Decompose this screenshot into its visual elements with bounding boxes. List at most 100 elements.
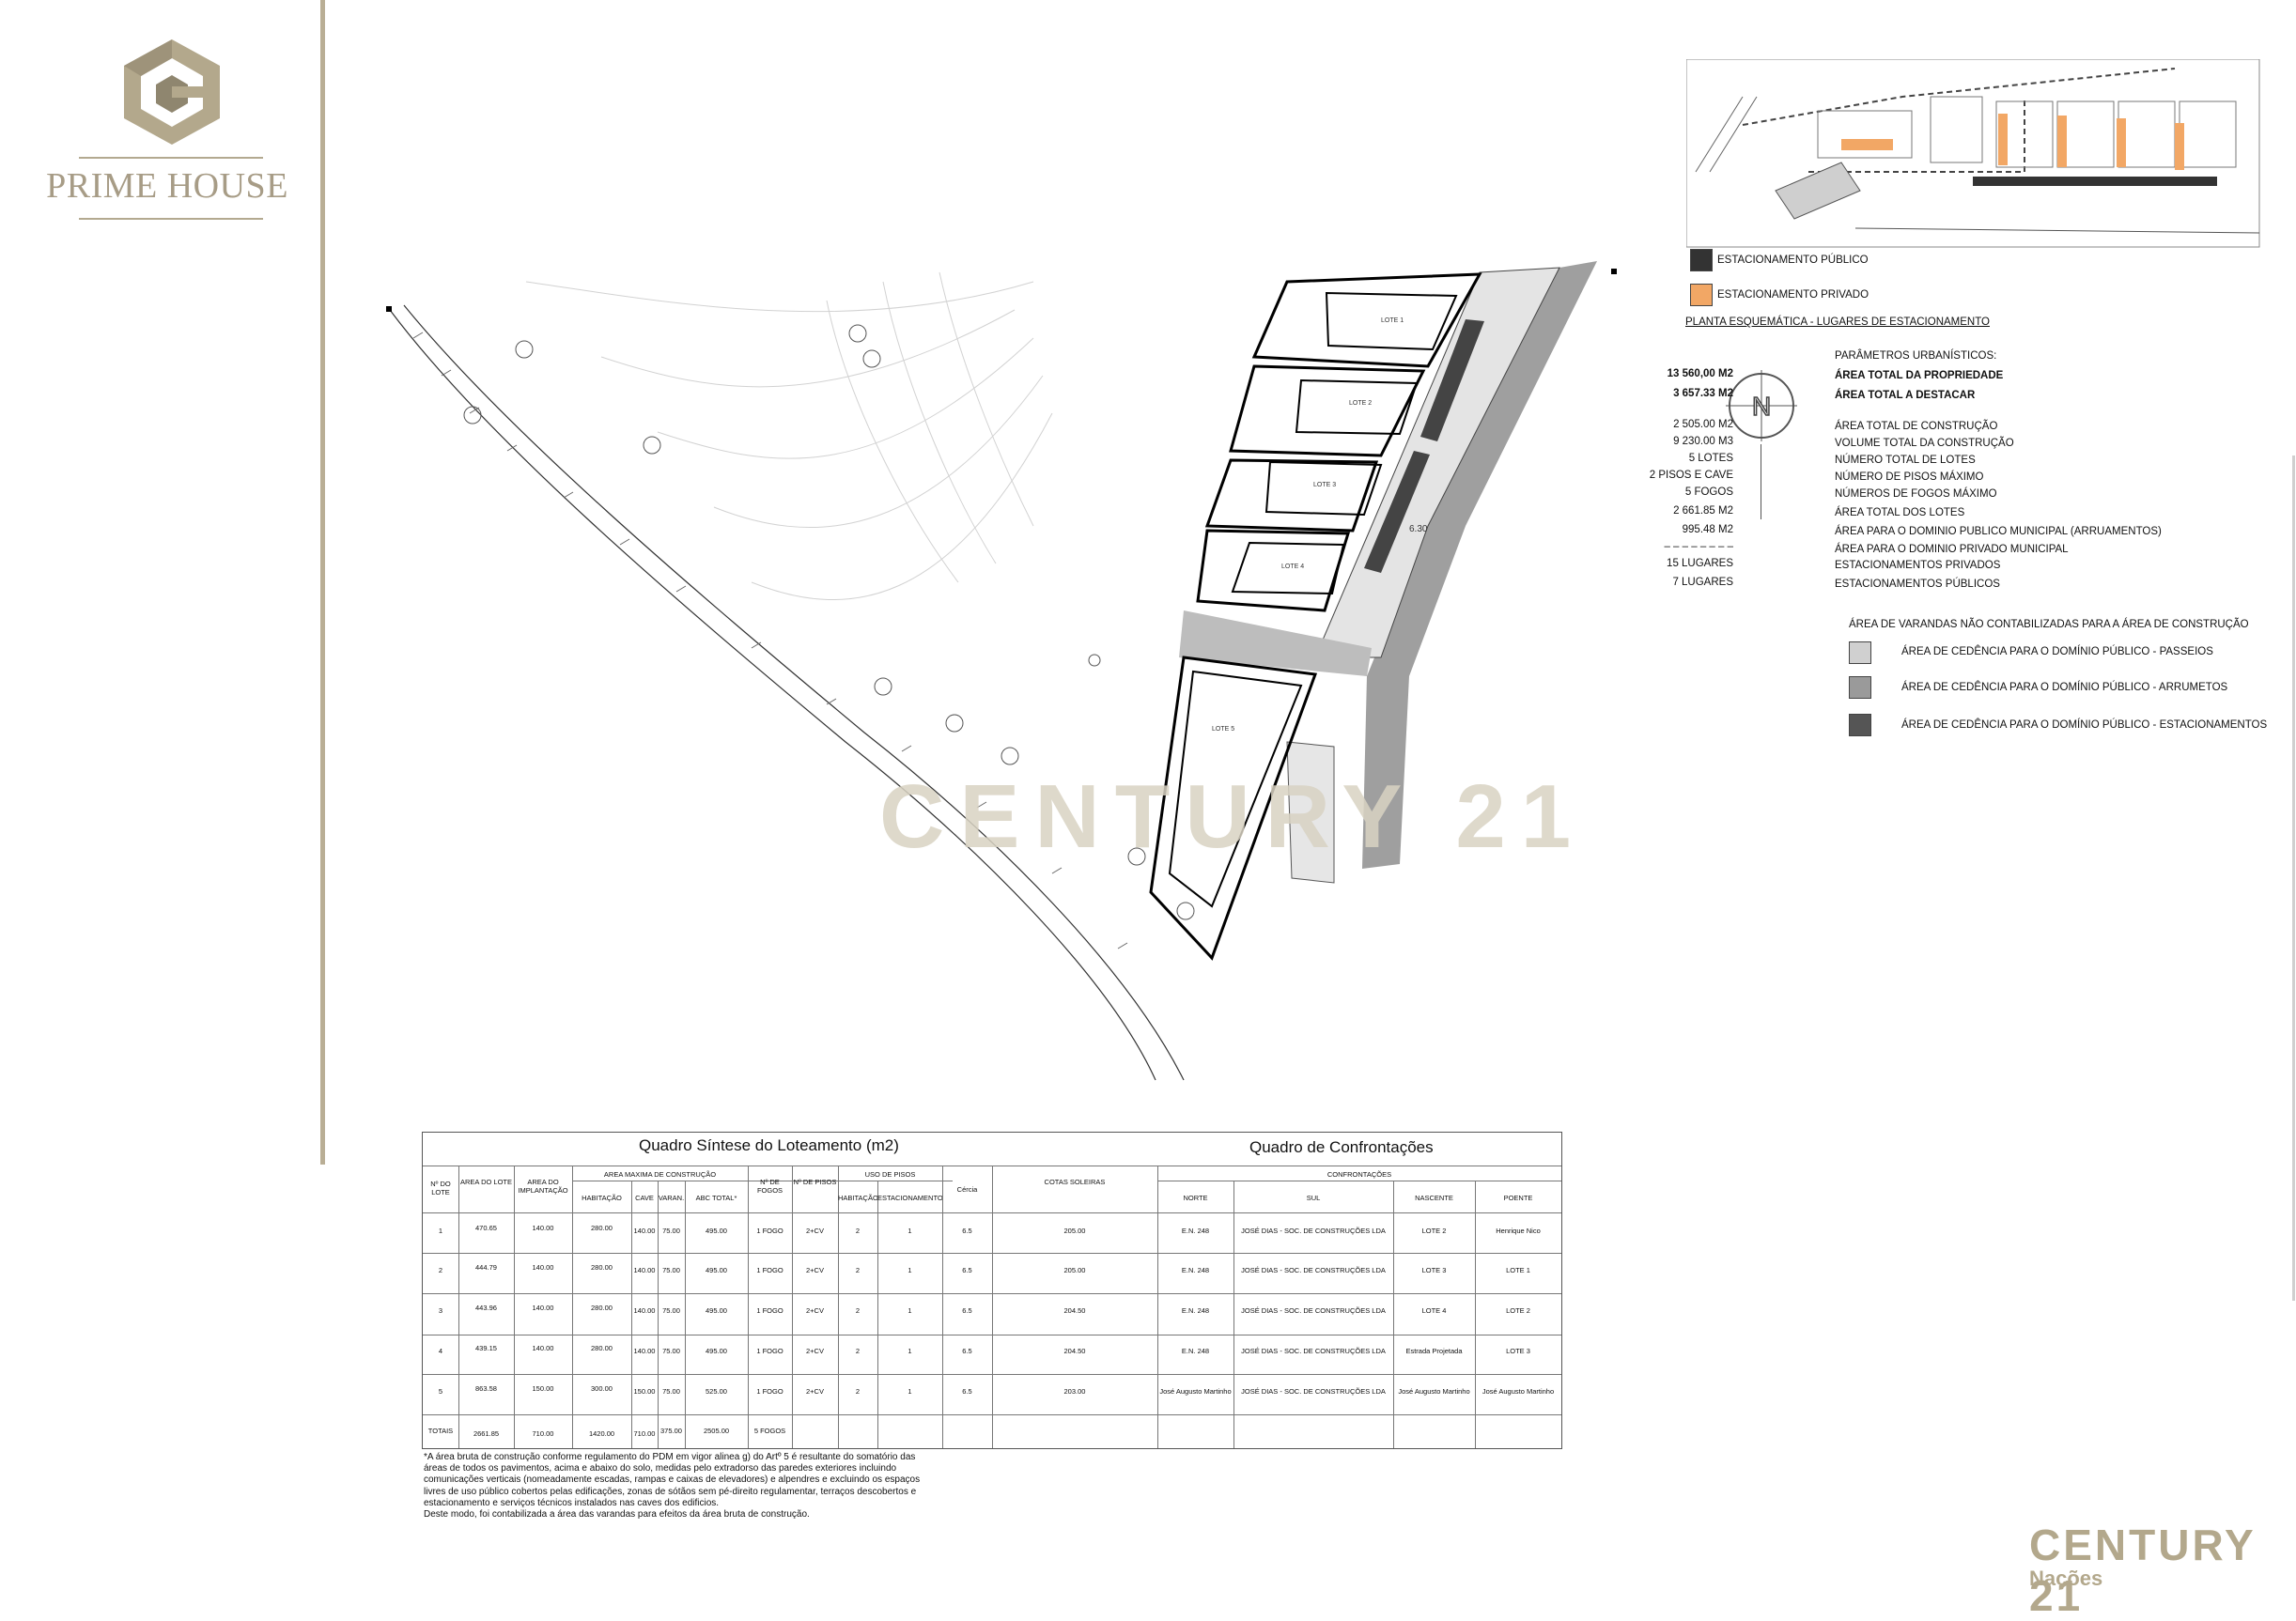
header-uso-est: ESTACIONAMENTO	[877, 1194, 942, 1202]
cell-lote: 1	[438, 1227, 443, 1235]
cell-ue: 1	[908, 1347, 912, 1355]
header-pisos: Nº DE PISOS	[793, 1178, 837, 1186]
totals-fogos: 5 FOGOS	[753, 1427, 786, 1435]
param-label: VOLUME TOTAL DA CONSTRUÇÃO	[1835, 438, 2014, 449]
cell-cota: 203.00	[1063, 1387, 1086, 1396]
cell-hab: 280.00	[591, 1344, 613, 1352]
cell-poente: LOTE 2	[1506, 1306, 1530, 1315]
logo-rule-top	[79, 157, 263, 159]
param-value: 2 PISOS E CAVE	[1649, 470, 1733, 481]
cell-varan: 75.00	[662, 1306, 680, 1315]
cell-pisos: 2+CV	[806, 1347, 824, 1355]
totals-label: TOTAIS	[427, 1427, 454, 1435]
param-value: – – – – – – – –	[1664, 541, 1733, 552]
col-line	[838, 1166, 839, 1448]
cell-uh: 2	[855, 1266, 861, 1274]
cell-norte: José Augusto Martinho	[1159, 1387, 1232, 1396]
cell-sul: JOSÉ DIAS - SOC. DE CONSTRUÇÕES LDA	[1241, 1347, 1386, 1355]
cell-cota: 204.50	[1063, 1306, 1086, 1315]
prime-house-logo-icon	[124, 39, 220, 145]
col-line	[458, 1166, 459, 1448]
header-nascente: NASCENTE	[1415, 1194, 1453, 1202]
cession-label: ÁREA DE CEDÊNCIA PARA O DOMÍNIO PÚBLICO …	[1901, 682, 2228, 693]
param-value: 2 505.00 M2	[1673, 419, 1733, 430]
private-parking-swatch	[1690, 284, 1713, 306]
param-value: 995.48 M2	[1682, 524, 1733, 535]
cell-sul: JOSÉ DIAS - SOC. DE CONSTRUÇÕES LDA	[1241, 1227, 1386, 1235]
cession-label: ÁREA DE CEDÊNCIA PARA O DOMÍNIO PÚBLICO …	[1901, 719, 2268, 731]
param-label: ÁREA PARA O DOMINIO PRIVADO MUNICIPAL	[1835, 544, 2069, 555]
param-value: 5 FOGOS	[1684, 486, 1733, 498]
public-parking-swatch	[1690, 249, 1713, 271]
summary-table: Quadro Síntese do Loteamento (m2) Quadro…	[422, 1132, 1562, 1449]
cell-cota: 204.50	[1063, 1347, 1086, 1355]
cell-cercea: 6.5	[962, 1347, 972, 1355]
param-value: 13 560,00 M2	[1667, 368, 1733, 379]
cell-lote: 2	[438, 1266, 443, 1274]
cell-cota: 205.00	[1063, 1266, 1086, 1274]
header-confrontations: CONFRONTAÇÕES	[1326, 1170, 1392, 1179]
sidewalk-cession-swatch	[1849, 641, 1871, 664]
cell-ue: 1	[908, 1306, 912, 1315]
cell-area: 443.96	[475, 1304, 497, 1312]
col-line	[631, 1181, 632, 1448]
cell-fogos: 1 FOGO	[756, 1227, 783, 1235]
param-label: ESTACIONAMENTOS PÚBLICOS	[1835, 579, 2000, 590]
lot-label: LOTE 2	[1349, 400, 1372, 407]
col-line	[877, 1181, 878, 1448]
cell-impl: 140.00	[532, 1224, 554, 1232]
cell-pisos: 2+CV	[806, 1266, 824, 1274]
col-line	[514, 1166, 515, 1448]
cell-abc: 495.00	[706, 1347, 727, 1355]
cell-varan: 75.00	[662, 1387, 680, 1396]
param-label: ÁREA TOTAL A DESTACAR	[1835, 390, 1976, 401]
footnote: *A área bruta de construção conforme reg…	[424, 1452, 987, 1521]
cell-uh: 2	[855, 1227, 861, 1235]
brand-name: PRIME HOUSE	[46, 166, 288, 206]
cell-abc: 495.00	[706, 1266, 727, 1274]
cell-lote: 3	[438, 1306, 443, 1315]
cell-uh: 2	[855, 1306, 861, 1315]
cell-area: 863.58	[475, 1384, 497, 1393]
col-line	[1475, 1181, 1476, 1448]
cell-abc: 495.00	[706, 1306, 727, 1315]
cell-pisos: 2+CV	[806, 1387, 824, 1396]
watermark: CENTURY 21	[879, 766, 1587, 867]
cell-nasc: José Augusto Martinho	[1398, 1387, 1470, 1396]
cell-fogos: 1 FOGO	[756, 1266, 783, 1274]
cell-nasc: LOTE 3	[1421, 1266, 1447, 1274]
parameters-title: PARÂMETROS URBANÍSTICOS:	[1835, 350, 1997, 362]
param-label: NÚMERO TOTAL DE LOTES	[1835, 455, 1976, 466]
param-label: ÁREA TOTAL DE CONSTRUÇÃO	[1835, 421, 1998, 432]
cell-impl: 150.00	[532, 1384, 554, 1393]
col-line	[1157, 1166, 1158, 1448]
century21-office: Nações	[2029, 1567, 2103, 1590]
cell-hab: 280.00	[591, 1263, 613, 1272]
parking-strips	[1364, 319, 1484, 573]
footnote-line: livres de uso público cobertos pelas edi…	[424, 1486, 917, 1497]
divider-line	[320, 0, 325, 1165]
cell-impl: 140.00	[532, 1304, 554, 1312]
param-label: ÁREA TOTAL DA PROPRIEDADE	[1835, 370, 2004, 381]
col-line	[748, 1166, 749, 1448]
header-norte: NORTE	[1183, 1194, 1208, 1202]
header-cave: CAVE	[635, 1194, 654, 1202]
cell-lote: 5	[438, 1387, 443, 1396]
totals-cave: 710.00	[633, 1429, 656, 1438]
cell-poente: José Augusto Martinho	[1482, 1387, 1555, 1396]
footnote-line: comunicações verticais (nomeadamente esc…	[424, 1474, 921, 1486]
cell-nasc: Estrada Projetada	[1405, 1347, 1463, 1355]
public-parking-label: ESTACIONAMENTO PÚBLICO	[1717, 255, 1869, 266]
header-hab: HABITAÇÃO	[582, 1194, 622, 1202]
param-label: ÁREA PARA O DOMINIO PUBLICO MUNICIPAL (A…	[1835, 526, 2162, 537]
cell-uh: 2	[855, 1387, 861, 1396]
parking-schematic	[1686, 59, 2260, 248]
param-label: NÚMERO DE PISOS MÁXIMO	[1835, 471, 1984, 483]
header-varan: VARAN.	[658, 1194, 685, 1202]
century21-logo: CENTURY 21	[2029, 1521, 2256, 1620]
cell-abc: 495.00	[706, 1227, 727, 1235]
cell-area: 439.15	[475, 1344, 497, 1352]
private-parking-label: ESTACIONAMENTO PRIVADO	[1717, 289, 1869, 301]
west-road	[389, 304, 1185, 1081]
param-label: NÚMEROS DE FOGOS MÁXIMO	[1835, 488, 1997, 500]
